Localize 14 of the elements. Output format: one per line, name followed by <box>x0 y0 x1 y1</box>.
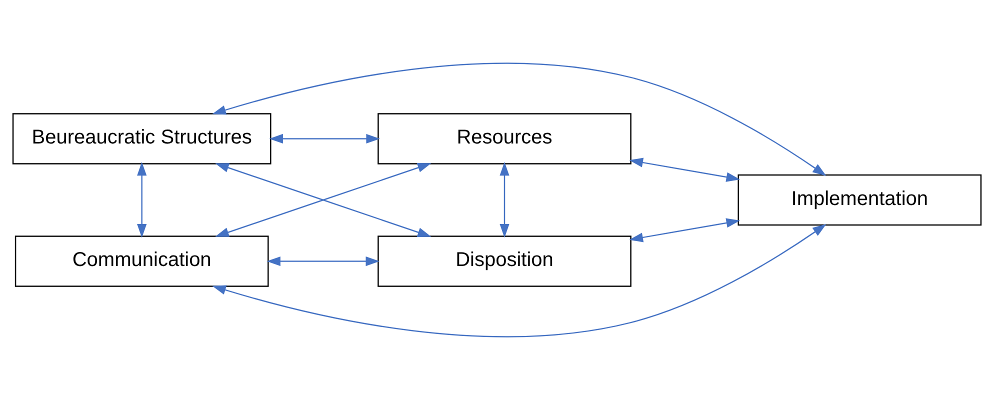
node-box: Communication <box>14 236 269 287</box>
node-box: Resources <box>378 113 632 164</box>
arrow <box>212 62 826 176</box>
node-box: Disposition <box>378 236 632 287</box>
arrow <box>269 134 380 144</box>
arrow <box>266 256 380 266</box>
arrow <box>137 162 147 238</box>
arrow <box>215 163 432 237</box>
node-box: Beureaucratic Structures <box>12 113 272 164</box>
arrow <box>212 224 826 338</box>
node-box: Implementation <box>738 174 982 226</box>
arrow <box>500 162 510 238</box>
arrow <box>629 158 740 182</box>
arrow <box>629 218 740 242</box>
